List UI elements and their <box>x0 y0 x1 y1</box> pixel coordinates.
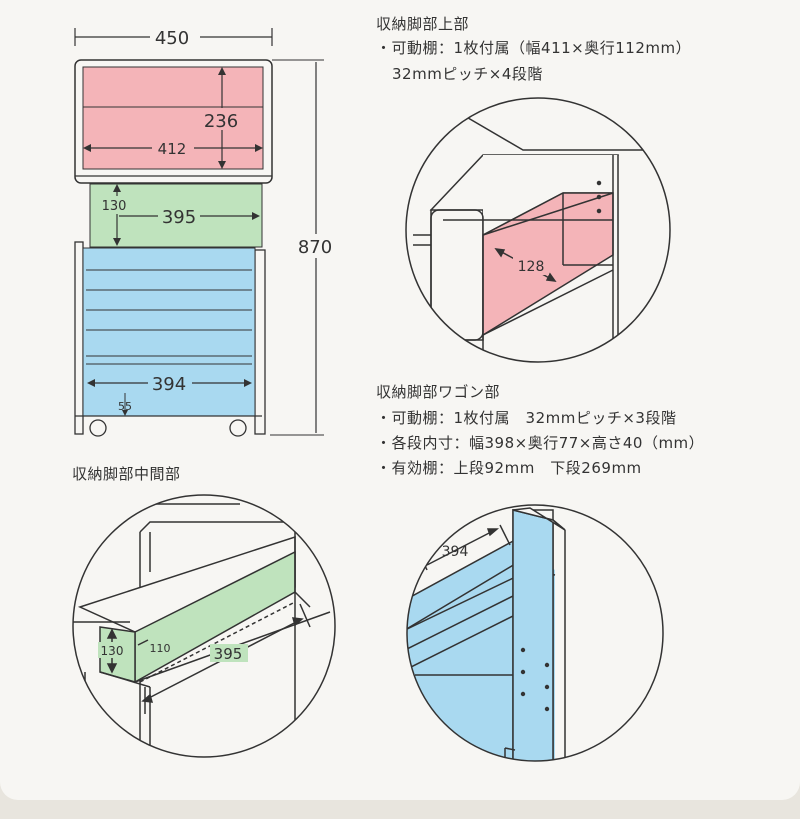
page-card: 450 236 412 130 395 <box>0 0 800 800</box>
middle-detail-dim-110: 110 <box>150 642 171 655</box>
caster-left <box>89 419 107 437</box>
middle-detail-dim-130: 130 <box>101 644 124 658</box>
caster-right <box>229 419 247 437</box>
dim-55: 55 <box>118 400 132 413</box>
upper-detail-circle: 128 <box>405 97 671 363</box>
upper-section-line2: 32mmピッチ×4段階 <box>392 65 543 83</box>
dim-870: 870 <box>298 237 332 258</box>
upper-section-line1: ・可動棚：1枚付属（幅411×奥行112mm） <box>376 39 692 57</box>
wagon-detail-dim-394: 394 <box>442 544 469 560</box>
dim-394: 394 <box>152 374 186 395</box>
dim-450: 450 <box>155 28 189 49</box>
middle-section-title: 収納脚部中間部 <box>72 465 181 483</box>
middle-detail-circle: 130 110 395 <box>72 494 336 758</box>
dim-130: 130 <box>102 199 127 214</box>
middle-detail-dim-395: 395 <box>214 645 243 663</box>
wagon-detail-circle: 394 <box>406 504 664 762</box>
dim-236: 236 <box>204 111 238 132</box>
front-elevation-diagram: 450 236 412 130 395 <box>74 26 340 437</box>
dim-412: 412 <box>158 140 187 158</box>
wagon-section-line2: ・各段内寸：幅398×奥行77×高さ40（mm） <box>376 434 705 452</box>
wagon-section-line1: ・可動棚：1枚付属 32mmピッチ×3段階 <box>376 409 677 427</box>
dim-395: 395 <box>162 207 196 228</box>
wagon-section-line3: ・有効棚：上段92mm 下段269mm <box>376 459 642 477</box>
upper-section-title: 収納脚部上部 <box>376 15 470 33</box>
upper-detail-dim-128: 128 <box>518 259 545 275</box>
wagon-section-title: 収納脚部ワゴン部 <box>376 383 501 401</box>
